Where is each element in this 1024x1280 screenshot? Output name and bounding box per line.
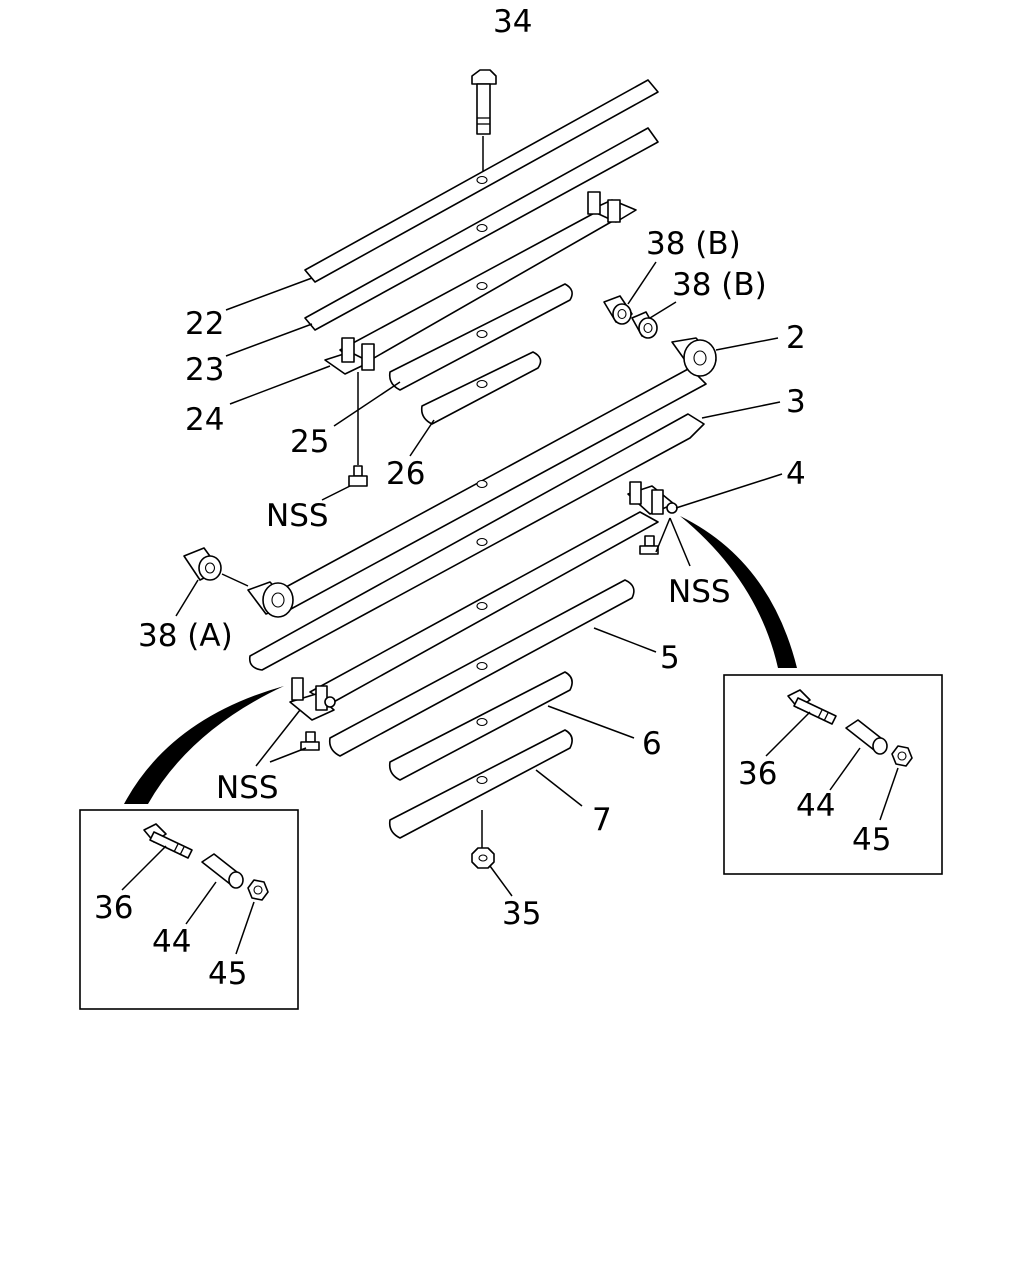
leaf-6	[388, 671, 573, 781]
callout-23: 23	[185, 352, 224, 388]
detail-left-callout-36: 36	[94, 890, 133, 926]
leaf-7	[388, 729, 573, 839]
nss-bolt-left	[300, 731, 320, 751]
callout-38a: 38 (A)	[138, 618, 233, 654]
nut-45-left	[247, 879, 269, 901]
detail-left-callout-45: 45	[208, 956, 247, 992]
callout-26: 26	[386, 456, 425, 492]
detail-left-callout-44: 44	[152, 924, 191, 960]
callout-nss-left: NSS	[216, 770, 279, 806]
bolt-34	[471, 69, 497, 175]
detail-right-callout-36: 36	[738, 756, 777, 792]
detail-right-callout-45: 45	[852, 822, 891, 858]
callout-6: 6	[642, 726, 662, 762]
bolt-36-right	[787, 689, 837, 725]
callout-nss-right: NSS	[668, 574, 731, 610]
detail-box-left	[79, 809, 299, 1010]
leaf-25	[388, 283, 573, 391]
callout-2: 2	[786, 320, 806, 356]
callout-38b-2: 38 (B)	[672, 267, 767, 303]
detail-box-right	[723, 674, 943, 875]
leaf-24	[324, 191, 637, 375]
leader-lines	[121, 261, 899, 955]
detail-arrow-left	[124, 686, 284, 804]
callout-4: 4	[786, 456, 806, 492]
callout-25: 25	[290, 424, 329, 460]
spacer-44-left	[201, 853, 244, 889]
callout-38b-1: 38 (B)	[646, 226, 741, 262]
callout-3: 3	[786, 384, 806, 420]
callout-22: 22	[185, 306, 224, 342]
callout-34: 34	[493, 4, 532, 40]
callout-24: 24	[185, 402, 224, 438]
callout-35: 35	[502, 896, 541, 932]
leaf-26	[420, 351, 542, 425]
detail-arrow-right	[680, 516, 797, 668]
leaf-23	[304, 127, 659, 331]
nss-bolt-right	[639, 535, 659, 555]
detail-right-callout-44: 44	[796, 788, 835, 824]
bushing-38a	[183, 547, 249, 587]
leaf-5	[328, 579, 635, 757]
leaf-3	[248, 413, 705, 671]
nut-35	[471, 810, 495, 869]
nss-bolt-top	[348, 372, 368, 487]
bushing-38b-1	[603, 295, 633, 325]
callout-nss-top: NSS	[266, 498, 329, 534]
bushing-38b-2	[631, 311, 658, 339]
bolt-36-left	[143, 823, 193, 859]
callout-7: 7	[592, 802, 612, 838]
nut-45-right	[891, 745, 913, 767]
main-leaf-2	[247, 337, 717, 618]
callout-5: 5	[660, 640, 680, 676]
spacer-44-right	[845, 719, 888, 755]
